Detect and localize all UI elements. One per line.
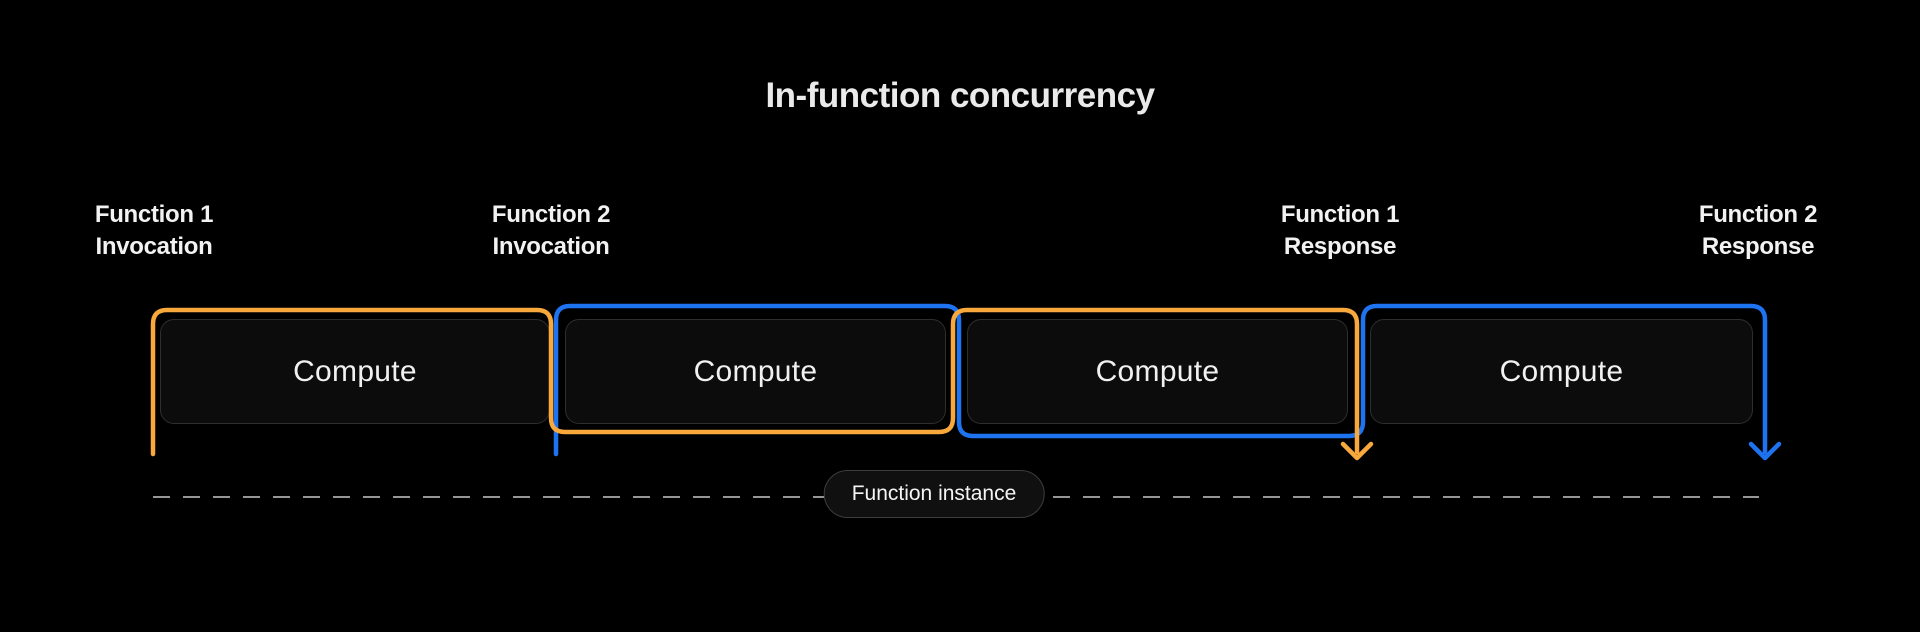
label-line2: Response <box>1701 233 1815 260</box>
label-line2: Invocation <box>492 233 610 260</box>
compute-block-label: Compute <box>293 354 417 388</box>
function-instance-pill-label: Function instance <box>851 482 1017 505</box>
label-function2-invocation: Function 2 Invocation <box>491 199 611 263</box>
compute-block-label: Compute <box>693 354 818 388</box>
label-line1: Function 1 <box>94 201 214 228</box>
compute-block-1: Compute <box>160 319 550 424</box>
compute-block-3: Compute <box>967 319 1348 424</box>
label-function1-response: Function 1 Response <box>1280 199 1400 263</box>
compute-block-label: Compute <box>1095 354 1220 388</box>
label-line1: Function 1 <box>1280 201 1400 228</box>
function2-arrow-down-icon <box>1748 441 1782 461</box>
label-line2: Invocation <box>95 233 213 260</box>
label-function1-invocation: Function 1 Invocation <box>94 199 214 263</box>
compute-block-4: Compute <box>1370 319 1753 424</box>
label-line2: Response <box>1283 233 1397 260</box>
compute-block-label: Compute <box>1499 354 1624 388</box>
function-instance-pill: Function instance <box>823 470 1045 518</box>
diagram-title: In-function concurrency <box>765 76 1155 115</box>
label-line1: Function 2 <box>491 201 611 228</box>
compute-block-2: Compute <box>565 319 946 424</box>
label-function2-response: Function 2 Response <box>1698 199 1818 263</box>
function1-arrow-down-icon <box>1340 441 1374 461</box>
label-line1: Function 2 <box>1698 201 1818 228</box>
